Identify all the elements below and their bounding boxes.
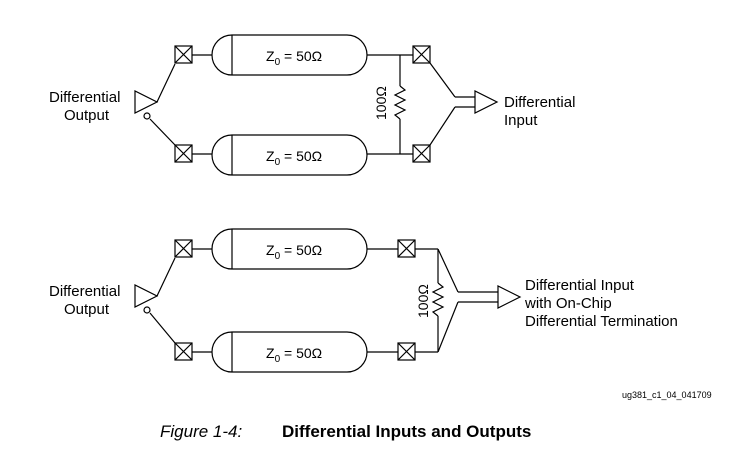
bottom-receiver-label-line2: with On-Chip bbox=[524, 295, 612, 312]
bottom-driver-label-line1: Differential bbox=[49, 283, 120, 300]
bottom-driver-label-line2: Output bbox=[64, 301, 110, 318]
top-upper-transmission-line: Z0 = 50Ω bbox=[211, 34, 368, 76]
top-driver-label-line2: Output bbox=[64, 107, 110, 124]
bottom-receiver-buffer bbox=[497, 285, 522, 309]
top-driver-inverting-bubble bbox=[143, 112, 151, 120]
bottom-receiver-label-line3: Differential Termination bbox=[525, 313, 678, 330]
bottom-lower-impedance-label: Z0 = 50Ω bbox=[266, 345, 322, 365]
bottom-left-lower-pad bbox=[174, 342, 193, 361]
bottom-resistor-label: 100Ω bbox=[415, 284, 431, 318]
top-termination-resistor: 100Ω bbox=[373, 55, 407, 154]
bottom-termination-resistor: 100Ω bbox=[415, 249, 445, 352]
bottom-circuit: Z0 = 50Ω Z0 = 50Ω 100Ω bbox=[49, 228, 678, 373]
top-circuit: Z0 = 50Ω Z0 = 50Ω 100Ω bbox=[49, 34, 575, 176]
bottom-left-upper-pad bbox=[174, 239, 193, 258]
bottom-right-lower-pad bbox=[397, 342, 416, 361]
top-right-lower-pad bbox=[412, 144, 431, 163]
caption-title: Differential Inputs and Outputs bbox=[282, 422, 531, 441]
bottom-upper-impedance-label: Z0 = 50Ω bbox=[266, 242, 322, 262]
top-receiver-label-line1: Differential bbox=[504, 94, 575, 111]
top-lower-impedance-label: Z0 = 50Ω bbox=[266, 148, 322, 168]
bottom-receiver-label-line1: Differential Input bbox=[525, 277, 635, 294]
top-lower-transmission-line: Z0 = 50Ω bbox=[211, 134, 368, 176]
top-receiver-buffer bbox=[474, 90, 499, 114]
figure-caption: Figure 1-4: Differential Inputs and Outp… bbox=[160, 422, 531, 441]
top-driver-label-line1: Differential bbox=[49, 89, 120, 106]
top-upper-impedance-label: Z0 = 50Ω bbox=[266, 48, 322, 68]
bottom-lower-transmission-line: Z0 = 50Ω bbox=[211, 331, 368, 373]
bottom-driver-buffer bbox=[134, 284, 159, 314]
top-right-upper-pad bbox=[412, 45, 431, 64]
caption-number: Figure 1-4: bbox=[160, 422, 242, 441]
top-driver-buffer bbox=[134, 90, 159, 120]
top-left-lower-pad bbox=[174, 144, 193, 163]
bottom-upper-transmission-line: Z0 = 50Ω bbox=[211, 228, 368, 270]
top-receiver-label-line2: Input bbox=[504, 112, 538, 129]
top-left-upper-pad bbox=[174, 45, 193, 64]
figure-id: ug381_c1_04_041709 bbox=[622, 390, 712, 400]
top-resistor-label: 100Ω bbox=[373, 86, 389, 120]
bottom-driver-inverting-bubble bbox=[143, 306, 151, 314]
bottom-right-upper-pad bbox=[397, 239, 416, 258]
